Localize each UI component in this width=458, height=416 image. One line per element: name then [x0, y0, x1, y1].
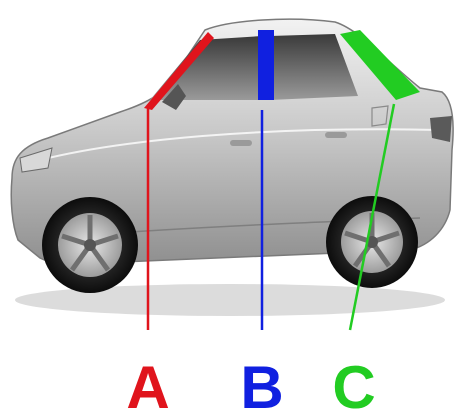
rear-door-handle	[325, 132, 347, 138]
label-b: B	[240, 354, 283, 416]
pillar-b	[258, 30, 274, 100]
label-c: C	[332, 354, 375, 416]
pointer-line-c	[348, 103, 396, 331]
side-mirror	[162, 84, 186, 110]
headlight	[19, 147, 53, 173]
front-hub	[84, 239, 96, 251]
fuel-cap	[371, 105, 389, 127]
front-door-handle	[230, 140, 252, 146]
pillar-c	[340, 30, 420, 100]
rear-window	[270, 34, 358, 100]
ground-shadow	[15, 284, 445, 316]
body-crease	[39, 128, 441, 161]
pillar-a	[144, 32, 214, 110]
rear-hub	[366, 236, 378, 248]
label-a: A	[126, 354, 169, 416]
taillight	[430, 116, 452, 142]
